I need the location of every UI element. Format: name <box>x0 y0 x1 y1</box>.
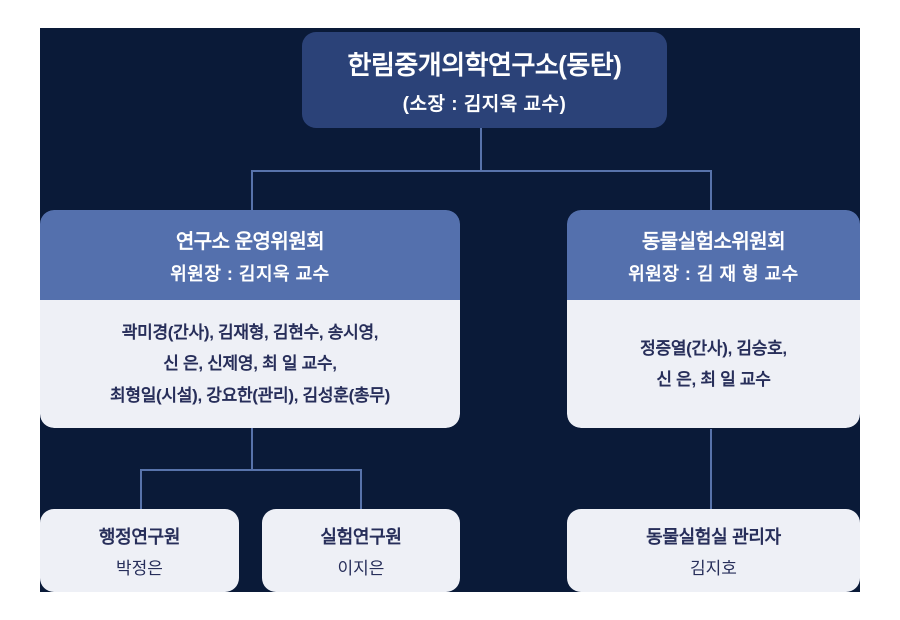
committee-title: 동물실험소위원회 <box>641 230 786 253</box>
staff-name: 이지은 <box>337 558 385 578</box>
connector-level2-horizontal <box>140 469 362 471</box>
staff-name: 박정은 <box>116 558 163 578</box>
staff-role: 행정연구원 <box>98 526 181 547</box>
member-line: 신 은, 최 일 교수 <box>656 370 771 389</box>
staff-name: 김지호 <box>690 558 737 578</box>
root-title: 한림중개의학연구소(동탄) <box>347 49 622 80</box>
connector-level2-left-drop <box>140 469 142 509</box>
root-node: 한림중개의학연구소(동탄) (소장 : 김지욱 교수) <box>302 32 667 128</box>
connector-animal-manager-drop <box>710 429 712 509</box>
org-chart-canvas: 한림중개의학연구소(동탄) (소장 : 김지욱 교수) 연구소 운영위원회 위원… <box>40 28 860 592</box>
committee-animal-experiment: 동물실험소위원회 위원장 : 김 재 형 교수 정증열(간사), 김승호, 신 … <box>567 210 860 428</box>
member-line: 정증열(간사), 김승호, <box>640 338 787 358</box>
committee-title: 연구소 운영위원회 <box>175 230 325 253</box>
staff-experiment-researcher: 실험연구원 이지은 <box>262 509 460 592</box>
committee-members: 정증열(간사), 김승호, 신 은, 최 일 교수 <box>567 300 860 428</box>
committee-steering-header: 연구소 운영위원회 위원장 : 김지욱 교수 <box>40 210 460 300</box>
staff-admin-researcher: 행정연구원 박정은 <box>40 509 239 592</box>
connector-committee-stub <box>251 428 253 469</box>
committee-animal-header: 동물실험소위원회 위원장 : 김 재 형 교수 <box>567 210 860 300</box>
staff-role: 동물실험실 관리자 <box>646 526 781 547</box>
committee-chair: 위원장 : 김 재 형 교수 <box>628 263 799 284</box>
root-subtitle: (소장 : 김지욱 교수) <box>402 93 567 115</box>
staff-animal-lab-manager: 동물실험실 관리자 김지호 <box>567 509 860 592</box>
member-line: 최형일(시설), 강요한(관리), 김성훈(총무) <box>110 385 390 405</box>
member-line: 신 은, 신제영, 최 일 교수, <box>163 354 337 374</box>
committee-chair: 위원장 : 김지욱 교수 <box>170 263 330 284</box>
connector-level1-left-drop <box>251 170 253 210</box>
connector-level1-right-drop <box>710 170 712 210</box>
member-line: 곽미경(간사), 김재형, 김현수, 송시영, <box>121 322 379 342</box>
staff-role: 실험연구원 <box>320 526 402 547</box>
connector-level1-horizontal <box>251 170 712 172</box>
committee-steering: 연구소 운영위원회 위원장 : 김지욱 교수 곽미경(간사), 김재형, 김현수… <box>40 210 460 428</box>
connector-level2-right-drop <box>360 469 362 509</box>
committee-members: 곽미경(간사), 김재형, 김현수, 송시영, 신 은, 신제영, 최 일 교수… <box>40 300 460 428</box>
connector-root-stub <box>480 128 482 170</box>
